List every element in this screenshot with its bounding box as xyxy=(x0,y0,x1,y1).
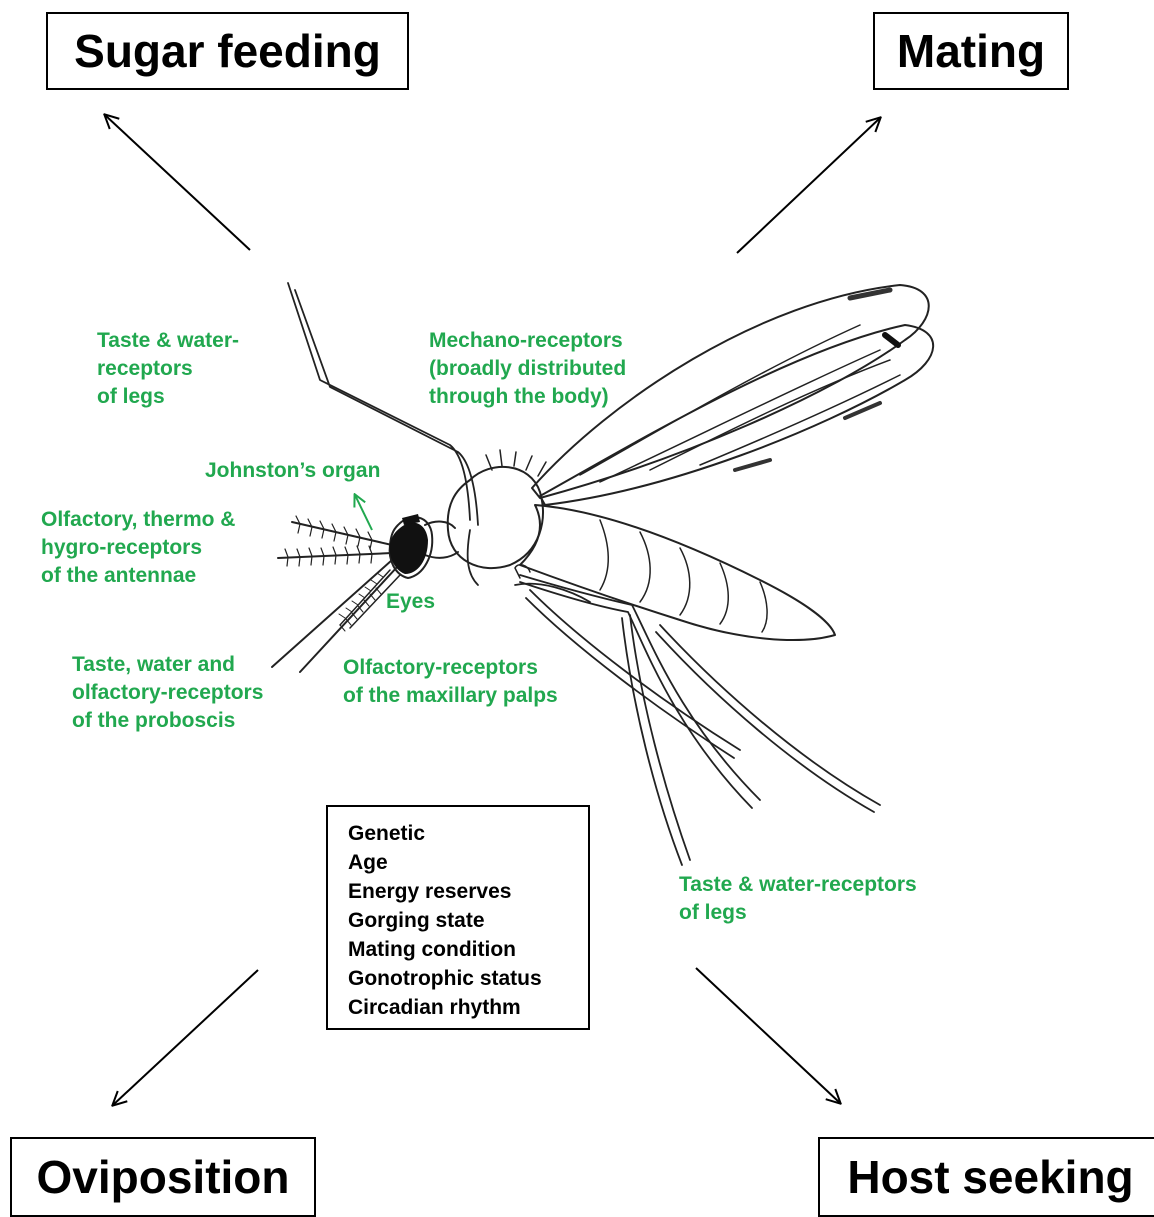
label-line: Mechano-receptors xyxy=(429,327,626,355)
label-line: olfactory-receptors xyxy=(72,679,263,707)
label-line: of legs xyxy=(97,383,239,411)
label-line: Taste & water-receptors xyxy=(679,871,917,899)
label-line: hygro-receptors xyxy=(41,534,235,562)
factor-item: Genetic xyxy=(348,819,588,848)
johnston-arrow xyxy=(355,495,372,530)
label-legs-top: Taste & water- receptors of legs xyxy=(97,327,239,411)
arrow-sugar-feeding xyxy=(105,115,250,250)
factor-item: Energy reserves xyxy=(348,877,588,906)
label-line: of legs xyxy=(679,899,917,927)
factor-item: Gonotrophic status xyxy=(348,964,588,993)
label-line: (broadly distributed xyxy=(429,355,626,383)
antenna-upper xyxy=(292,522,392,545)
eye xyxy=(390,523,428,574)
factor-item: Circadian rhythm xyxy=(348,993,588,1022)
thorax xyxy=(448,467,543,568)
label-line: of the antennae xyxy=(41,562,235,590)
factor-item: Mating condition xyxy=(348,935,588,964)
label-antennae: Olfactory, thermo & hygro-receptors of t… xyxy=(41,506,235,590)
behavior-mating: Mating xyxy=(873,12,1069,90)
factors-box: Genetic Age Energy reserves Gorging stat… xyxy=(326,805,590,1030)
factor-item: Gorging state xyxy=(348,906,588,935)
label-line: Taste & water- xyxy=(97,327,239,355)
label-line: of the maxillary palps xyxy=(343,682,558,710)
label-line: Olfactory-receptors xyxy=(343,654,558,682)
label-eyes: Eyes xyxy=(386,588,435,616)
label-line: Olfactory, thermo & xyxy=(41,506,235,534)
arrow-oviposition xyxy=(113,970,258,1105)
behavior-oviposition: Oviposition xyxy=(10,1137,316,1217)
hind-leg-3 xyxy=(656,625,880,812)
label-line: through the body) xyxy=(429,383,626,411)
label-line: of the proboscis xyxy=(72,707,263,735)
label-maxillary-palps: Olfactory-receptors of the maxillary pal… xyxy=(343,654,558,710)
label-legs-bottom: Taste & water-receptors of legs xyxy=(679,871,917,927)
label-mechano-receptors: Mechano-receptors (broadly distributed t… xyxy=(429,327,626,411)
behavior-host-seeking: Host seeking xyxy=(818,1137,1154,1217)
arrow-host-seeking xyxy=(696,968,840,1103)
factor-item: Age xyxy=(348,848,588,877)
label-line: receptors xyxy=(97,355,239,383)
arrow-mating xyxy=(737,118,880,253)
label-line: Taste, water and xyxy=(72,651,263,679)
behavior-sugar-feeding: Sugar feeding xyxy=(46,12,409,90)
abdomen xyxy=(520,505,835,640)
label-johnstons-organ: Johnston’s organ xyxy=(205,457,380,485)
label-proboscis: Taste, water and olfactory-receptors of … xyxy=(72,651,263,735)
